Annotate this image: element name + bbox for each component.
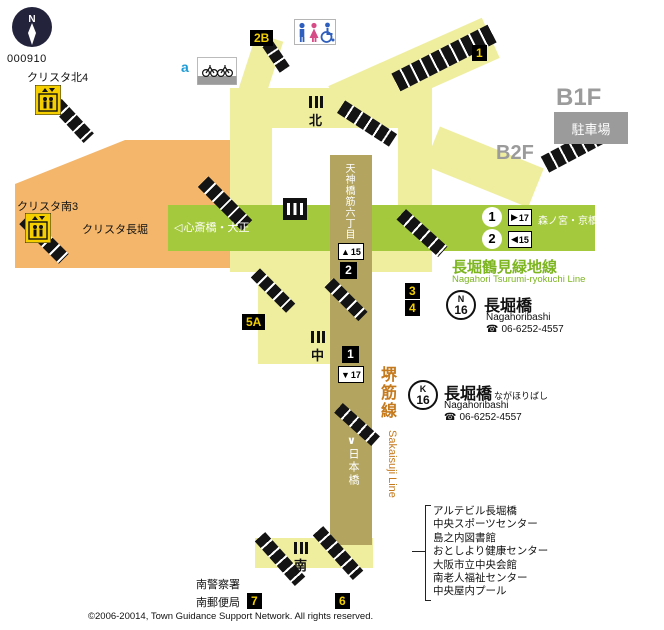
compass-icon: N — [10, 4, 54, 55]
south-gate-label: 南 — [294, 558, 308, 573]
direction-left-text: 心斎橋・大正 — [183, 222, 250, 234]
facility-item: 中央スポーツセンター — [433, 518, 538, 531]
facility-bracket-line — [425, 505, 426, 601]
stairs-icon-north — [309, 95, 326, 113]
next-station-right-box: ▶ 17 — [508, 209, 532, 226]
post-office-label: 南郵便局 — [196, 597, 240, 609]
bicycle-parking-icon — [197, 57, 237, 90]
facility-item: 南老人福祉センター — [433, 572, 528, 585]
next-station-down-number: 17 — [350, 369, 361, 380]
next-station-up-box: ▲ 15 — [338, 243, 364, 260]
b2f-label: B2F — [496, 142, 534, 164]
parking-label: 駐車場 — [571, 121, 611, 137]
facility-list: アルテビル長堀橋 中央スポーツセンター 島之内図書館 おとしより健康センター 大… — [433, 505, 548, 599]
elevator-a-label: a — [181, 59, 189, 75]
b1f-label: B1F — [556, 84, 602, 111]
station-name-en-brown: Nagahoribashi — [444, 400, 509, 411]
north-gate-label: 北 — [309, 113, 323, 128]
tel-number-green: 06-6252-4557 — [501, 324, 564, 335]
exit-1: 1 — [472, 45, 487, 61]
tel-number-brown: 06-6252-4557 — [459, 412, 522, 423]
elevator-icon-north — [34, 84, 62, 120]
copyright: ©2006-20014, Town Guidance Support Netwo… — [88, 611, 374, 622]
middle-gate-label: 中 — [311, 348, 325, 363]
crysta-north-label: クリスタ北4 — [27, 72, 89, 84]
police-label: 南警察署 — [196, 579, 240, 591]
station-tel-brown: ☎ 06-6252-4557 — [444, 412, 522, 423]
station-kanji-brown: 長堀橋 — [444, 386, 493, 403]
badge-number-n: 16 — [454, 302, 468, 317]
elevator-icon-south — [24, 212, 52, 248]
compass-n-label: N — [28, 14, 35, 25]
station-name-en-green: Nagahoribashi — [486, 312, 551, 323]
green-platform-1-marker: 1 — [482, 207, 502, 227]
arrow-down-icon: ▼ — [341, 369, 350, 380]
next-station-up-number: 15 — [350, 246, 361, 257]
brown-line-name-en: Sakaisuji Line — [386, 430, 398, 498]
chevron-left-icon: ◁ — [174, 221, 183, 234]
station-badge-k16: K 16 — [408, 380, 438, 410]
station-kana-brown: ながほりばし — [494, 391, 549, 401]
next-station-right-number: 17 — [518, 212, 529, 223]
green-line-name-ja: 長堀鶴見緑地線 — [452, 259, 558, 276]
crysta-nagahori-label: クリスタ長堀 — [82, 224, 148, 236]
station-name-ja-brown: 長堀橋 ながほりばし — [444, 380, 548, 404]
exit-4: 4 — [405, 300, 420, 316]
parking-box: 駐車場 — [554, 112, 628, 144]
next-station-down-box: ▼ 17 — [338, 366, 364, 383]
facility-item: 大阪市立中央会館 — [433, 558, 517, 571]
badge-letter-n: N — [457, 293, 465, 304]
station-tel-green: ☎ 06-6252-4557 — [486, 324, 564, 335]
facility-bracket-top-tick — [425, 505, 431, 506]
ticket-gate-icon — [283, 198, 307, 225]
exit-6: 6 — [335, 593, 350, 609]
facility-item: おとしより健康センター — [433, 545, 549, 558]
next-station-left-box: ◀ 15 — [508, 231, 532, 248]
exit-5a: 5A — [242, 314, 266, 330]
restroom-icon — [294, 19, 336, 50]
brown-line-direction-down: 日本橋 — [347, 448, 359, 487]
next-station-left-number: 15 — [518, 234, 529, 245]
exit-3: 3 — [405, 283, 420, 299]
concourse-arm-east — [424, 126, 544, 208]
brown-line-name-ja: 堺筋線 — [378, 366, 395, 420]
green-line-direction-left: ◁ 心斎橋・大正 — [174, 219, 249, 235]
arrow-right-icon: ▶ — [511, 212, 518, 222]
phone-icon: ☎ — [444, 412, 457, 423]
facility-item: 島之内図書館 — [433, 531, 496, 544]
brown-platform-1-marker: 1 — [342, 346, 359, 363]
facility-item: 中央屋内プール — [433, 585, 507, 598]
brown-platform-2-marker: 2 — [340, 262, 357, 279]
arrow-up-icon: ▲ — [341, 246, 350, 257]
map-number: 000910 — [7, 53, 47, 65]
exit-2b: 2B — [250, 30, 274, 46]
chevron-down-icon: ∨ — [347, 435, 356, 447]
station-name-ja-green: 長堀橋 — [484, 298, 533, 315]
green-platform-2-marker: 2 — [482, 229, 502, 249]
crysta-south-label: クリスタ南3 — [17, 201, 79, 213]
stairs-icon-middle — [311, 330, 328, 348]
brown-line-direction-up: 天神橋筋六丁目 — [343, 163, 354, 240]
facility-bracket-mid-tick — [412, 551, 425, 552]
arrow-left-icon: ◀ — [511, 234, 518, 244]
badge-number-k: 16 — [416, 392, 430, 407]
exit-7: 7 — [247, 593, 262, 609]
station-badge-n16: N 16 — [446, 290, 476, 320]
facility-item: アルテビル長堀橋 — [433, 505, 517, 517]
green-line-direction-right: 森ノ宮・京橋 — [538, 216, 598, 227]
green-line-name-en: Nagahori Tsurumi-ryokuchi Line — [452, 274, 586, 285]
facility-bracket-bottom-tick — [425, 600, 431, 601]
stairs-icon-south — [294, 541, 311, 559]
badge-letter-k: K — [419, 383, 427, 394]
phone-icon: ☎ — [486, 324, 499, 335]
